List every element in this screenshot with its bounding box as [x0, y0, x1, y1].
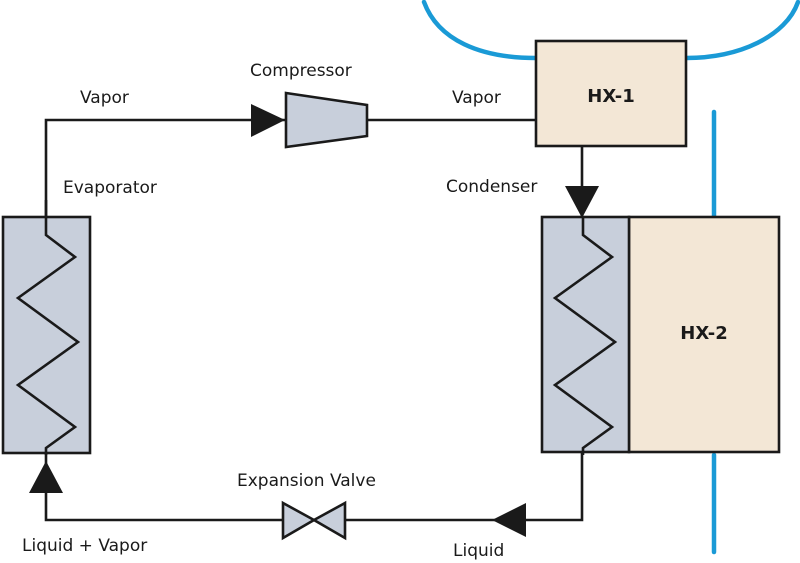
cond-outlet-state-label: Liquid: [453, 541, 504, 561]
compressor-icon: [284, 91, 369, 149]
condenser-coil-icon: [552, 216, 618, 455]
comp-outlet-state-label: Vapor: [452, 88, 501, 108]
flow-arrow-left-icon: [492, 503, 526, 537]
flow-arrow-up-icon: [29, 461, 63, 493]
evap-outlet-state-label: Vapor: [80, 88, 129, 108]
pipe-evaporator-to-compressor: [44, 118, 286, 222]
valve-outlet-state-label: Liquid + Vapor: [22, 536, 147, 556]
hx2-box: [627, 215, 781, 454]
condenser-label: Condenser: [446, 177, 537, 197]
evaporator-coil-icon: [15, 200, 81, 455]
expansion-valve-icon-right: [311, 500, 347, 541]
evaporator-label: Evaporator: [63, 178, 157, 198]
hx1-label: HX-1: [587, 86, 634, 107]
flow-arrow-right-icon: [251, 104, 285, 137]
condenser-box: [540, 215, 631, 454]
hx1-box: [534, 39, 688, 148]
expansion-valve-label: Expansion Valve: [237, 471, 376, 491]
pipe-condenser-to-valve: [345, 452, 584, 522]
flow-arrow-down-icon: [565, 186, 599, 218]
compressor-label: Compressor: [250, 61, 352, 81]
evaporator-box: [1, 215, 92, 455]
hx1-water-line: [421, 0, 800, 61]
expansion-valve-icon: [281, 500, 317, 541]
hx2-label: HX-2: [680, 323, 727, 344]
